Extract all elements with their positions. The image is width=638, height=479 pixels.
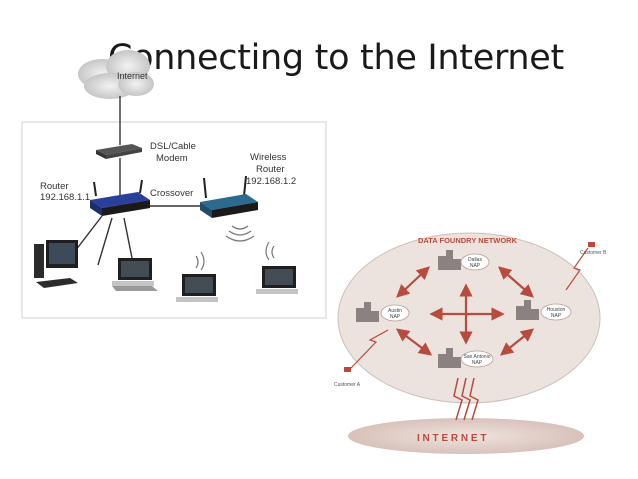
cables — [71, 96, 205, 266]
wireless-ip: 192.168.1.2 — [246, 176, 296, 187]
arrow-austin-san-antonio — [395, 328, 433, 356]
wireless-label-1: Wireless — [250, 152, 287, 163]
houston-node — [540, 303, 572, 321]
wireless-label-2: Router — [256, 164, 285, 175]
san-antonio-building-icon — [438, 348, 461, 368]
laptop-wifi-icon — [195, 241, 275, 271]
internet-ellipse — [348, 418, 584, 454]
home-network-diagram: Internet DSL/Cable Modem Router 192.16 — [21, 50, 327, 319]
wireless-router-icon — [200, 175, 258, 218]
customer-b-label: Customer B — [580, 250, 607, 256]
laptop-icon-3 — [256, 266, 298, 294]
houston-building-icon — [516, 300, 539, 320]
dallas-label-1: Dallas — [468, 257, 482, 263]
customer-a-label: Customer A — [334, 382, 361, 388]
houston-label-2: NAP — [551, 313, 562, 319]
customer-a-link — [350, 329, 389, 369]
austin-node — [380, 304, 410, 322]
customer-b-link — [565, 247, 589, 291]
laptop-icon-2 — [176, 274, 218, 302]
customer-a-icon — [344, 367, 351, 372]
df-internet-label: I N T E R N E T — [417, 433, 486, 444]
desktop-computer-icon — [34, 240, 78, 288]
slide-title: Connecting to the Internet — [108, 38, 564, 78]
austin-label-1: Austin — [388, 308, 402, 314]
router-icon — [90, 179, 150, 216]
router-ip: 192.168.1.1 — [40, 192, 90, 203]
router-label: Router — [40, 181, 69, 192]
arrow-dallas-houston — [498, 266, 534, 298]
home-internet-label: Internet — [117, 71, 148, 81]
austin-building-icon — [356, 302, 379, 322]
internet-cloud-icon — [78, 50, 154, 99]
laptop-icon-1 — [112, 258, 158, 291]
san-antonio-label-2: NAP — [472, 360, 483, 366]
crossover-label: Crossover — [150, 188, 193, 199]
modem-icon — [96, 144, 142, 159]
modem-label-1: DSL/Cable — [150, 141, 196, 152]
customer-b-icon — [588, 242, 595, 247]
san-antonio-node — [460, 350, 494, 368]
arrow-dallas-austin — [396, 266, 430, 298]
dallas-label-2: NAP — [470, 263, 481, 269]
modem-label-2: Modem — [156, 153, 188, 164]
data-foundry-diagram: I N T E R N E T DATA FOUNDRY NETWORK Dal… — [334, 232, 607, 454]
wifi-waves-icon — [225, 225, 255, 242]
arrow-houston-san-antonio — [499, 328, 535, 356]
dallas-node — [460, 253, 490, 271]
houston-label-1: Houston — [547, 307, 566, 313]
san-antonio-label-1: San Antonio — [464, 354, 491, 360]
austin-label-2: NAP — [390, 314, 401, 320]
network-arrows — [395, 266, 535, 356]
network-title: DATA FOUNDRY NETWORK — [418, 236, 518, 245]
internet-links — [453, 377, 479, 421]
dallas-building-icon — [438, 250, 461, 270]
